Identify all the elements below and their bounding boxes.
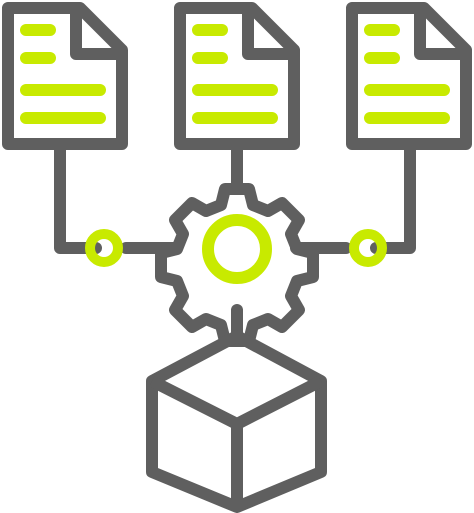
document-icon [346,2,472,150]
document-icon [174,2,300,150]
left-connector-line [54,138,102,254]
box-icon [146,330,327,513]
connector-node [85,229,123,267]
gear-center-ring [202,214,272,284]
right-connector-line [370,138,416,254]
connector-lines [54,138,416,342]
connector-node [349,229,387,267]
document-icon [2,2,128,150]
